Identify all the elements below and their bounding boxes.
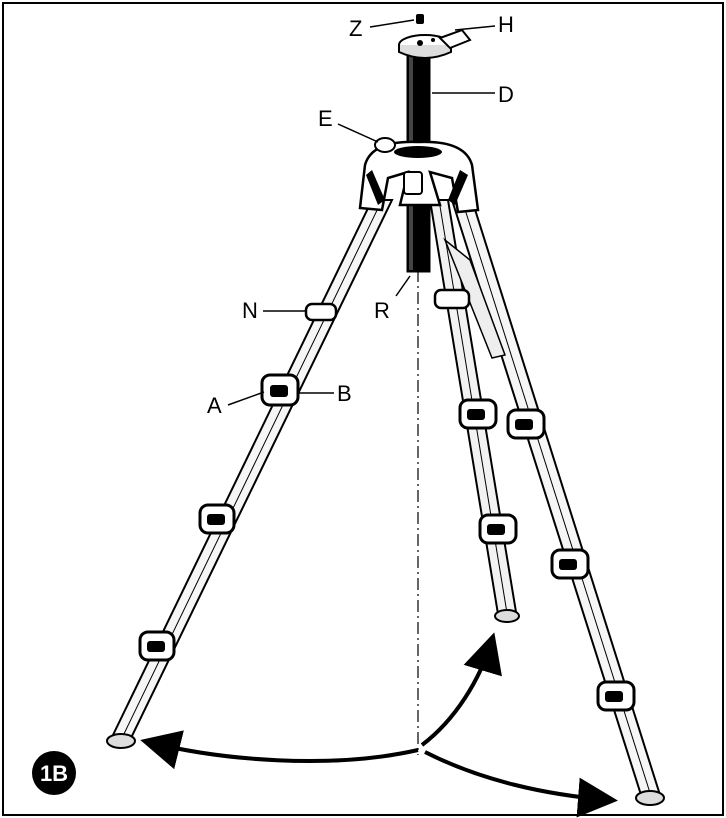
right-foot bbox=[635, 790, 665, 806]
label-e: E bbox=[318, 106, 333, 131]
left-foot bbox=[106, 733, 136, 749]
screw-z bbox=[416, 14, 424, 24]
label-r: R bbox=[374, 298, 390, 323]
label-a: A bbox=[207, 393, 222, 418]
label-z: Z bbox=[349, 16, 362, 41]
arrow-left bbox=[140, 730, 419, 770]
knob-e bbox=[374, 137, 396, 153]
clip-back-1 bbox=[433, 288, 471, 310]
back-foot bbox=[494, 609, 520, 623]
label-b: B bbox=[337, 381, 352, 406]
callout-labels: Z H D E R N A B bbox=[207, 12, 514, 418]
motion-arrows bbox=[140, 632, 618, 818]
label-d: D bbox=[498, 82, 514, 107]
arrow-right bbox=[424, 750, 618, 818]
label-h: H bbox=[498, 12, 514, 37]
clip-n bbox=[304, 302, 338, 322]
figure-badge: 1B bbox=[32, 751, 76, 795]
tripod-hub bbox=[358, 137, 480, 214]
left-leg bbox=[106, 199, 394, 749]
label-n: N bbox=[242, 298, 258, 323]
leg-lock-clips bbox=[138, 288, 636, 712]
leader-lines bbox=[227, 19, 496, 406]
top-plate bbox=[398, 14, 472, 59]
arrow-up bbox=[420, 632, 502, 747]
badge-text: 1B bbox=[40, 761, 68, 786]
